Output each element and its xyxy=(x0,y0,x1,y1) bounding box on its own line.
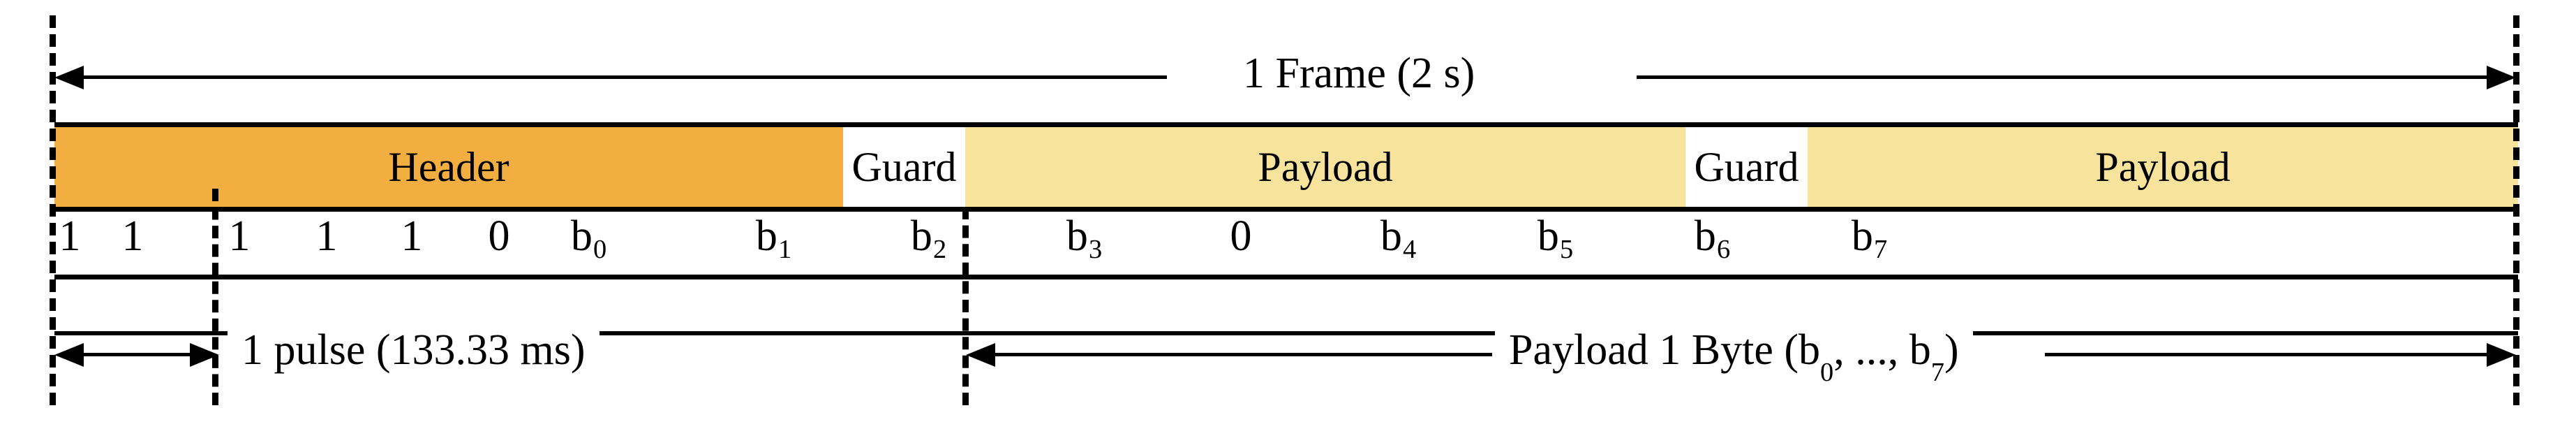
segment-guard-2: Guard xyxy=(1685,127,1808,207)
pulse-measure-arrow-left xyxy=(54,343,84,367)
frame-measure-line-left xyxy=(64,75,1167,79)
frame-start-boundary xyxy=(50,15,56,405)
segment-header-label: Header xyxy=(388,143,509,190)
bit-cell: b0 xyxy=(570,212,607,264)
frame-band: Header Guard Payload Guard Payload xyxy=(54,122,2518,212)
segment-payload-1-label: Payload xyxy=(1258,143,1393,190)
pulse-boundary xyxy=(212,189,218,405)
payload-byte-measure-line-right xyxy=(2045,353,2489,356)
frame-measure-label: 1 Frame (2 s) xyxy=(1225,52,1494,95)
payload-byte-measure-arrow-left xyxy=(966,343,995,367)
payload-byte-measure-line-left xyxy=(976,353,1492,356)
bit-cell: 1 xyxy=(401,212,423,260)
frame-measure-arrow-left xyxy=(54,66,84,89)
bit-cell: b6 xyxy=(1694,212,1731,264)
bit-cell: b7 xyxy=(1851,212,1888,264)
segment-guard-2-label: Guard xyxy=(1694,143,1799,190)
segment-guard-1: Guard xyxy=(843,127,965,207)
bit-cell: 0 xyxy=(488,212,510,260)
bit-cell: 1 xyxy=(59,212,81,260)
bit-cell: b3 xyxy=(1066,212,1103,264)
frame-measure-line-right xyxy=(1637,75,2489,79)
segment-header: Header xyxy=(54,127,843,207)
bit-cell: 1 xyxy=(228,212,251,260)
pulse-annotation-label: 1 pulse (133.33 ms) xyxy=(228,328,600,372)
bit-cell: 1 xyxy=(315,212,338,260)
bit-cell: 1 xyxy=(121,212,144,260)
segment-payload-2-label: Payload xyxy=(2095,143,2231,190)
segment-guard-1-label: Guard xyxy=(851,143,957,190)
bit-cell: b4 xyxy=(1380,212,1417,264)
segment-payload-1: Payload xyxy=(965,127,1685,207)
frame-end-boundary xyxy=(2513,15,2519,405)
bit-row: 1 1 1 1 1 0 b0 b1 b2 b3 0 b4 b5 b6 b7 xyxy=(54,212,2518,279)
pulse-measure-line xyxy=(64,353,202,356)
bit-cell: b5 xyxy=(1537,212,1574,264)
frame-measure-arrow-right xyxy=(2487,66,2516,89)
payload-start-boundary xyxy=(962,207,969,405)
bottom-separator-rule xyxy=(54,331,2518,335)
payload-byte-annotation-text: Payload 1 Byte (b0, ..., b7) xyxy=(1509,326,1959,388)
payload-byte-measure-arrow-right xyxy=(2487,343,2516,367)
bit-cell: b2 xyxy=(910,212,947,264)
segment-payload-2: Payload xyxy=(1808,127,2518,207)
payload-byte-annotation-label: Payload 1 Byte (b0, ..., b7) xyxy=(1495,326,1973,388)
bit-cell: 0 xyxy=(1230,212,1252,260)
bit-cell: b1 xyxy=(755,212,792,264)
